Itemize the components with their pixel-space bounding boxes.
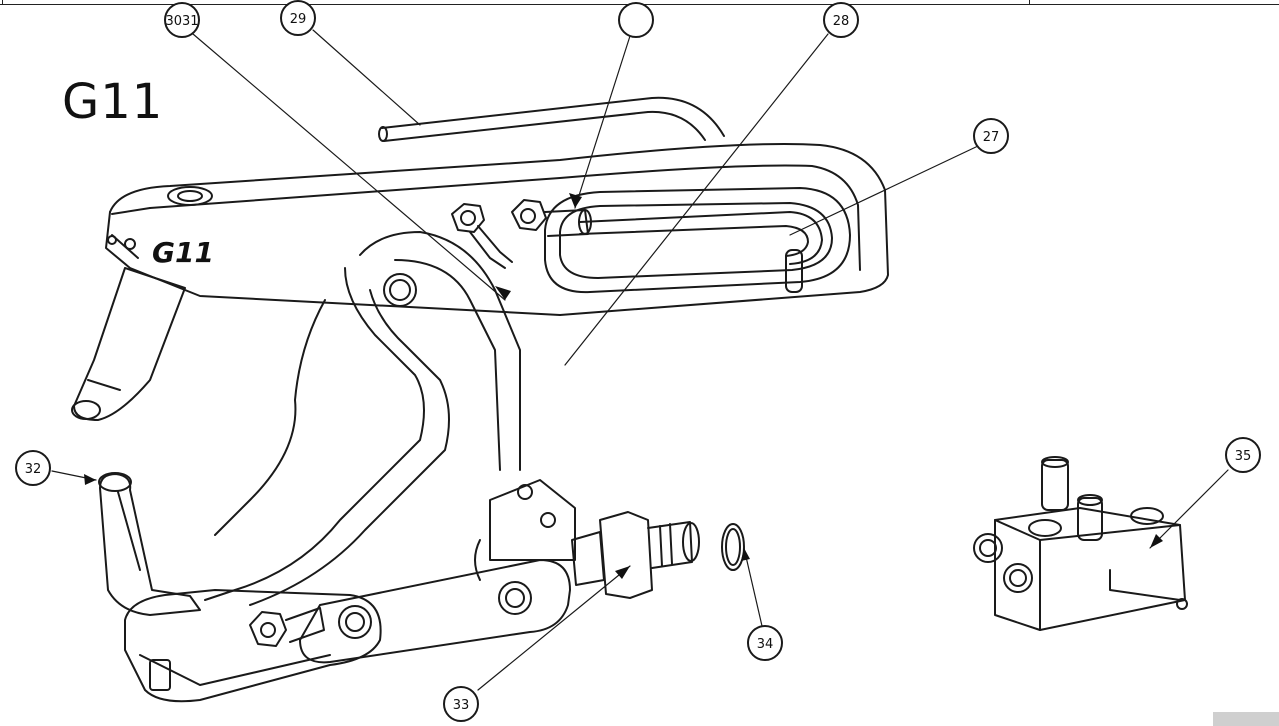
leader-arrows <box>84 193 1163 579</box>
callout-label: 3031 <box>165 14 198 29</box>
c-frame-arm <box>204 231 521 606</box>
drawing-title: G11 <box>62 74 164 130</box>
tube-part-29 <box>378 96 725 142</box>
callout-label: 34 <box>757 637 774 652</box>
callout-label: 33 <box>453 698 470 713</box>
callout-blank <box>618 2 654 38</box>
frame-tick <box>1029 0 1030 5</box>
callout-label: 28 <box>833 14 850 29</box>
upper-fitting-b <box>511 199 592 237</box>
tube-part-27 <box>579 211 823 293</box>
gun-body <box>105 143 889 316</box>
callout-35: 35 <box>1225 437 1261 473</box>
callout-29: 29 <box>280 0 316 36</box>
callout-3031: 3031 <box>164 2 200 38</box>
lower-fitting <box>249 607 325 647</box>
electrode-tip-32 <box>98 472 201 616</box>
gun-body-mark: G11 <box>152 236 214 269</box>
piston-fitting-33 <box>571 511 700 599</box>
callout-34: 34 <box>747 625 783 661</box>
o-ring-34 <box>721 523 745 571</box>
upper-fitting-a <box>451 203 513 269</box>
callout-27: 27 <box>973 118 1009 154</box>
electrode-upper <box>71 267 186 421</box>
pivot-bolt-upper <box>383 273 417 307</box>
callout-label: 35 <box>1235 449 1252 464</box>
callout-label: 32 <box>25 462 42 477</box>
front-bolts <box>107 235 136 250</box>
lower-jaw <box>124 589 382 703</box>
cylinder-block <box>474 479 576 581</box>
callout-label: 27 <box>983 130 1000 145</box>
callout-label: 29 <box>290 12 307 27</box>
callout-28: 28 <box>823 2 859 38</box>
callout-32: 32 <box>15 450 51 486</box>
lower-link <box>299 559 571 664</box>
frame-tick <box>2 0 3 5</box>
valve-block-35 <box>973 456 1188 631</box>
corner-tab <box>1213 712 1279 726</box>
callout-33: 33 <box>443 686 479 722</box>
